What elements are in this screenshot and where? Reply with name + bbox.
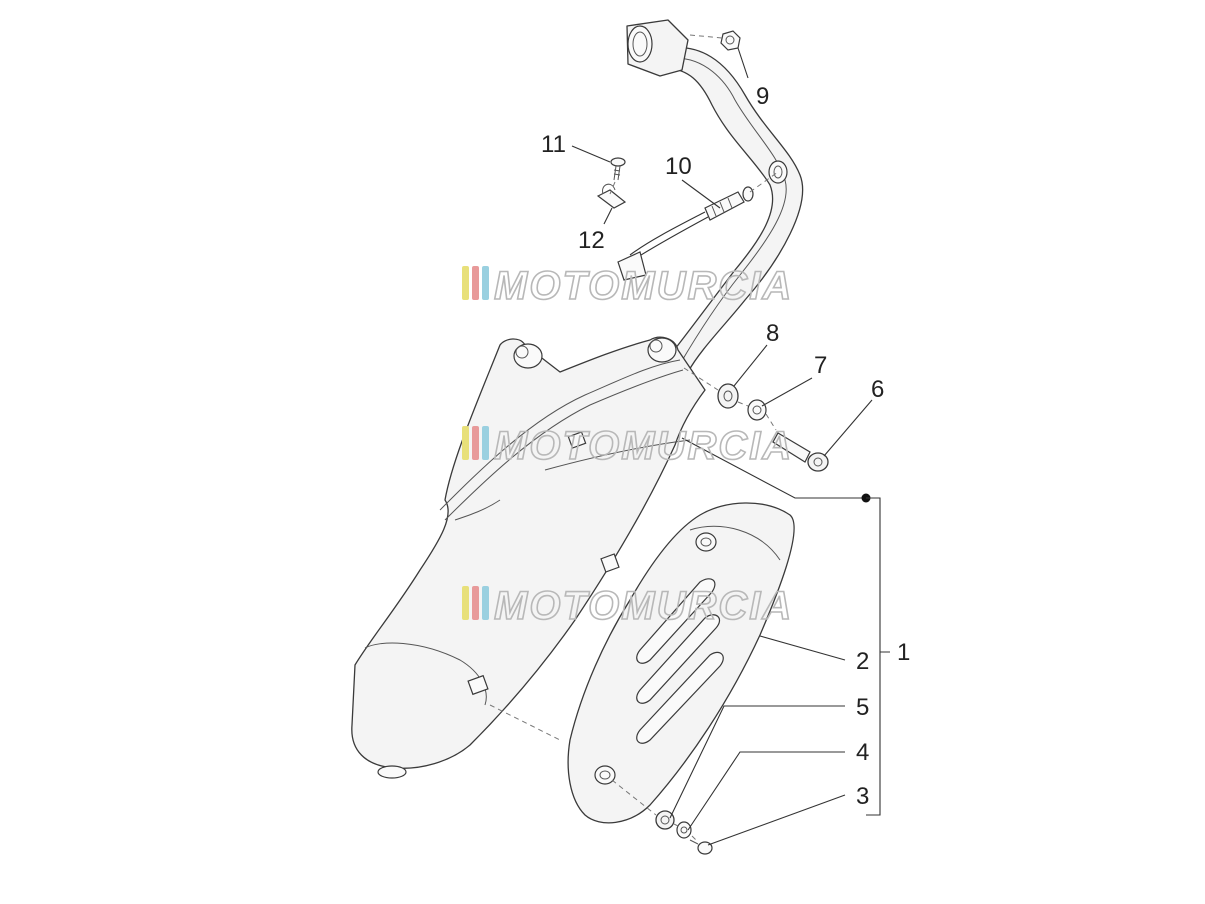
leader-5 (669, 705, 845, 819)
washer-part-8 (717, 383, 739, 409)
watermark-stripe (462, 426, 469, 460)
watermark-stripe (482, 426, 489, 460)
watermark-stripe (472, 586, 479, 620)
assembly-line-3-4-5 (611, 779, 699, 843)
clip-part-12 (596, 183, 627, 209)
watermark-stripe (462, 586, 469, 620)
callout-12: 12 (578, 227, 605, 254)
leader-8 (733, 344, 768, 387)
leader-2 (759, 635, 846, 661)
watermark-stripe (472, 266, 479, 300)
assembly-line-9 (689, 34, 723, 39)
watermark-text: MOTOMURCIA (494, 264, 793, 308)
callout-7: 7 (814, 352, 827, 379)
leader-11 (571, 145, 611, 163)
callout-2: 2 (856, 648, 869, 675)
leader-3 (707, 794, 846, 846)
watermark-stripe (482, 586, 489, 620)
leader-9 (737, 47, 749, 79)
callout-4: 4 (856, 739, 869, 766)
leader-10 (681, 179, 721, 209)
callout-5: 5 (856, 694, 869, 721)
leader-4 (687, 751, 845, 831)
watermark-text: MOTOMURCIA (494, 584, 793, 628)
callout-11: 11 (541, 131, 566, 158)
muffler-body (351, 336, 706, 779)
watermark-stripe (472, 426, 479, 460)
watermark-2: MOTOMURCIA (462, 423, 793, 469)
screw-part-3 (689, 839, 713, 855)
assembly-line-10 (749, 171, 779, 193)
exhaust-header-pipe (626, 19, 804, 373)
assembly-line-11-12 (609, 181, 616, 195)
screw-part-11 (610, 157, 626, 181)
callout-9: 9 (756, 83, 769, 110)
leader-6 (823, 399, 873, 457)
watermark-stripe (462, 266, 469, 300)
watermark-stripe (482, 266, 489, 300)
callout-6: 6 (871, 376, 884, 403)
callout-3: 3 (856, 783, 869, 810)
lock-washer-part-7 (747, 399, 767, 421)
assembly-line-shield-body (489, 704, 561, 741)
lambda-sensor-part-10 (617, 186, 754, 281)
watermark-1: MOTOMURCIA (462, 263, 793, 309)
callout-1: 1 (897, 639, 910, 666)
callout-10: 10 (665, 153, 692, 180)
nut-part-9 (720, 30, 741, 51)
callout-8: 8 (766, 320, 779, 347)
washer-part-4 (676, 821, 692, 839)
bolt-part-6 (772, 432, 829, 472)
bracket-1 (866, 497, 890, 816)
leader-body (681, 437, 866, 499)
leader-7 (761, 377, 813, 407)
watermark-3: MOTOMURCIA (462, 583, 793, 629)
heat-shield (567, 502, 795, 824)
assembly-line-6-7-8 (683, 367, 777, 431)
leader-12 (603, 207, 613, 225)
watermark-text: MOTOMURCIA (494, 424, 793, 468)
grommet-part-5 (655, 810, 675, 830)
